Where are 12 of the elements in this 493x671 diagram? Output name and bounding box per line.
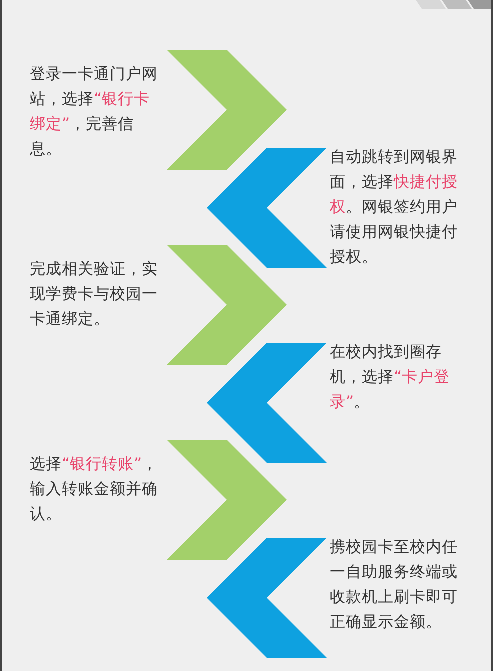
step-text: 选择“银行转账”，输入转账金额并确认。 xyxy=(30,452,162,528)
step-text: 登录一卡通门户网站，选择“银行卡绑定”，完善信息。 xyxy=(30,62,162,162)
step-text: 自动跳转到网银界面，选择快捷付授权。网银签约用户请使用网银快捷付授权。 xyxy=(330,144,472,270)
step-text: 在校内找到圈存机，选择“卡户登录”。 xyxy=(330,340,472,415)
step-text: 携校园卡至校内任一自助服务终端或收款机上刷卡即可正确显示金额。 xyxy=(330,535,472,635)
step-text: 完成相关验证，实现学费卡与校园一卡通绑定。 xyxy=(30,257,162,332)
chevron-arrow xyxy=(167,50,287,170)
chevron-arrow xyxy=(167,440,287,560)
chevron-arrow xyxy=(167,245,287,366)
chevron-arrow xyxy=(207,148,327,268)
chevron-arrow xyxy=(207,538,327,658)
chevron-arrow xyxy=(207,342,327,463)
